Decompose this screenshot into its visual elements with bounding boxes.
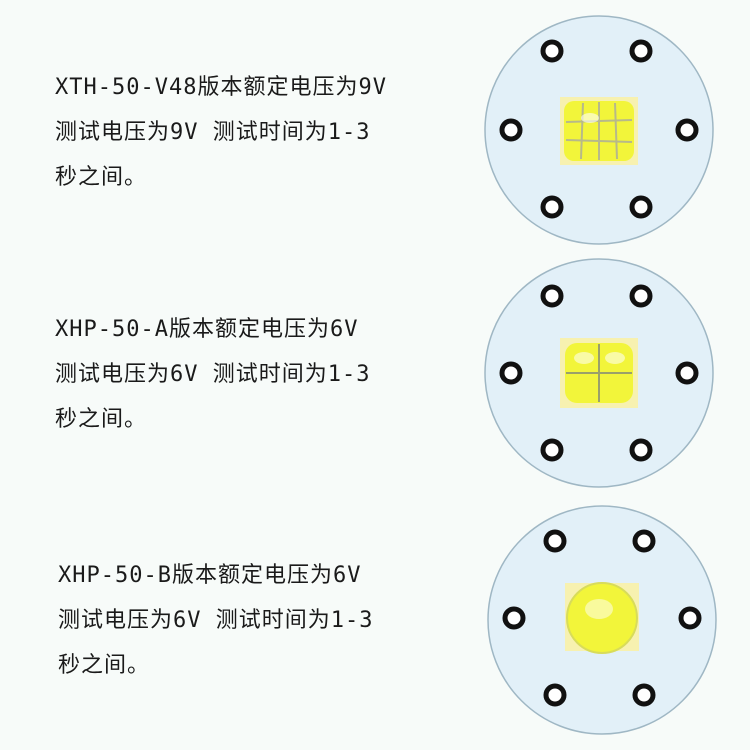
spec-line-1: XTH-50-V48版本额定电压为9V <box>55 75 387 100</box>
mounting-holes <box>499 284 699 462</box>
led-board-xhp-50-a <box>484 258 714 488</box>
led-board-image <box>487 505 717 735</box>
spec-line-1: XHP-50-B版本额定电压为6V <box>58 563 362 588</box>
mounting-holes <box>499 39 699 219</box>
spec-line-2: 测试电压为6V 测试时间为1-3 <box>58 608 374 633</box>
led-board-xth-50-v48 <box>484 15 714 245</box>
spec-line-3: 秒之间。 <box>55 165 148 190</box>
spec-line-3: 秒之间。 <box>58 653 151 678</box>
spec-text-block-2: XHP-50-A版本额定电压为6V 测试电压为6V 测试时间为1-3 秒之间。 <box>55 307 455 442</box>
led-board-xhp-50-b <box>487 505 717 735</box>
mounting-holes <box>502 529 702 707</box>
spec-text-block-3: XHP-50-B版本额定电压为6V 测试电压为6V 测试时间为1-3 秒之间。 <box>58 553 458 688</box>
spec-text-block-1: XTH-50-V48版本额定电压为9V 测试电压为9V 测试时间为1-3 秒之间… <box>55 65 455 200</box>
led-board-image <box>484 15 714 245</box>
spec-line-2: 测试电压为6V 测试时间为1-3 <box>55 362 371 387</box>
led-board-image <box>484 258 714 488</box>
spec-line-2: 测试电压为9V 测试时间为1-3 <box>55 120 371 145</box>
spec-line-3: 秒之间。 <box>55 407 148 432</box>
spec-line-1: XHP-50-A版本额定电压为6V <box>55 317 359 342</box>
